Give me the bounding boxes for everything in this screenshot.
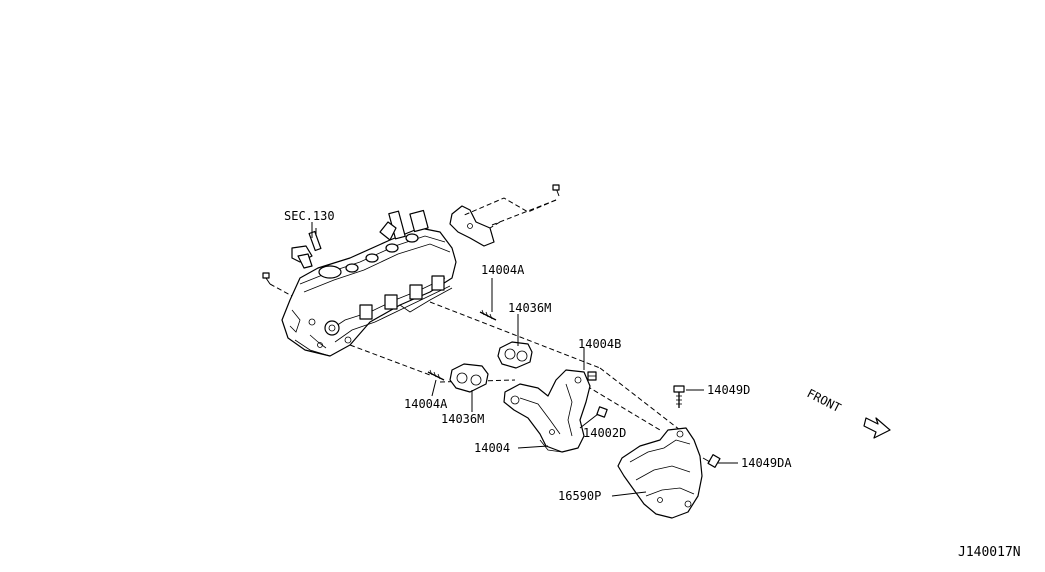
label-14004b: 14004B: [578, 337, 621, 351]
label-14036m-upper: 14036M: [508, 301, 551, 315]
label-sec130: SEC.130: [284, 209, 335, 223]
gasket-14036m-upper: [497, 341, 533, 369]
label-14049da: 14049DA: [741, 456, 792, 470]
stud-14004b: [587, 371, 597, 381]
label-16590p: 16590P: [558, 489, 601, 503]
label-14036m-lower: 14036M: [441, 412, 484, 426]
label-14004a-lower: 14004A: [404, 397, 448, 411]
label-14002d: 14002D: [583, 426, 626, 440]
rear-bracket: [449, 205, 495, 247]
nut-14002d: [596, 406, 608, 418]
cylinder-head: [281, 209, 457, 357]
label-14049d: 14049D: [707, 383, 750, 397]
diagram-id: J140017N: [958, 545, 1021, 560]
front-label: FRONT: [805, 386, 844, 415]
exhaust-manifold-14004: [503, 369, 591, 453]
bolt-14049da: [702, 454, 721, 468]
front-arrow-icon: [863, 417, 891, 439]
heat-shield-16590p: [617, 427, 703, 519]
bolt-14049d: [673, 385, 685, 408]
sec130-bracket: [291, 228, 322, 269]
stud-14004a-upper: [479, 309, 497, 321]
label-14004a-upper: 14004A: [481, 263, 525, 277]
upper-bolt-set: [461, 184, 560, 229]
leader-lines: [311, 222, 738, 497]
stud-14004a-lower: [427, 369, 445, 381]
left-bolt: [262, 272, 293, 297]
label-14004: 14004: [474, 441, 510, 455]
gasket-14036m-lower: [449, 363, 489, 393]
